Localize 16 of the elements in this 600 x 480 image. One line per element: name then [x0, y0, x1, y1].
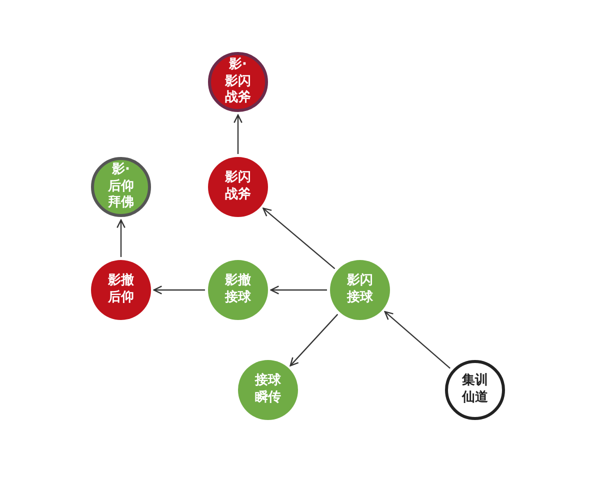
arrow [234, 114, 242, 154]
arrow [153, 286, 205, 294]
arrow [270, 286, 327, 294]
arrow [290, 314, 338, 366]
node-label: 影撤后仰 [107, 273, 135, 307]
node-label: 影撤接球 [224, 273, 252, 307]
node-label: 影·后仰拜佛 [107, 162, 135, 212]
circle-node [330, 260, 390, 320]
node-label: 影闪接球 [346, 273, 374, 307]
node-label: 接球瞬传 [254, 373, 282, 407]
arrow [384, 311, 450, 369]
node-label: 集训仙道 [461, 373, 489, 407]
arrow [262, 208, 336, 270]
arrow [116, 219, 126, 257]
node-label: 影闪战斧 [224, 170, 252, 204]
node-label: 影·影闪战斧 [224, 56, 252, 108]
